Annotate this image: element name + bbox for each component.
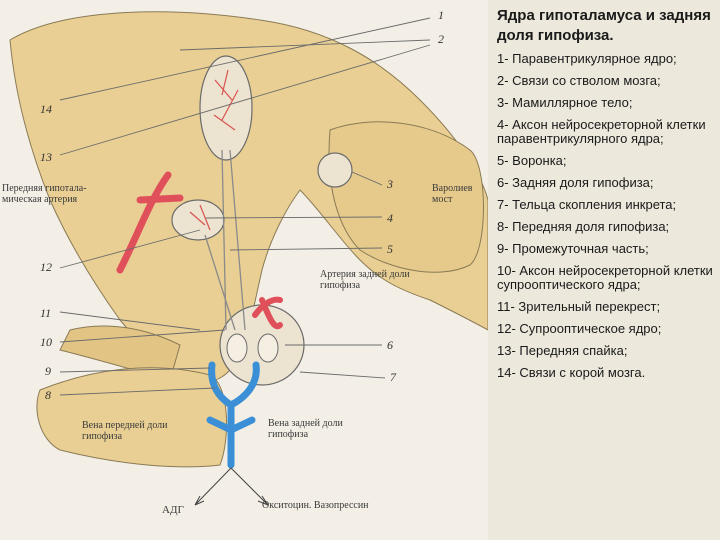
secretion-body — [226, 333, 248, 363]
legend-item: 4- Аксон нейросекреторной клетки паравен… — [497, 117, 706, 146]
number-label: 9 — [45, 364, 51, 378]
number-label: 1 — [438, 8, 444, 22]
pointer-lines — [59, 17, 431, 396]
legend-item: 11- Зрительный перекрест; — [497, 299, 661, 314]
posterior-artery — [252, 296, 283, 330]
label-posterior-vein: Вена задней доли гипофиза — [268, 418, 343, 440]
legend-item: 12- Супрооптическое ядро; — [497, 321, 662, 336]
legend-item: 5- Воронка; — [497, 153, 567, 168]
legend-item: 13- Передняя спайка; — [497, 343, 628, 358]
legend-item: 9- Промежуточная часть; — [497, 241, 649, 256]
number-label: 10 — [40, 335, 52, 349]
mamillary-body — [317, 152, 353, 188]
secretion-body — [257, 333, 279, 363]
vein-system — [206, 361, 260, 469]
page-title: Ядра гипоталамуса и задняя доля гипофиза… — [497, 7, 711, 44]
axon-tract — [204, 149, 246, 331]
hypothalamus-illustration: Передняя гипотала- мическая артерия Варо… — [2, 8, 488, 516]
number-label: 3 — [387, 177, 393, 191]
label-posterior-artery: Артерия задней доли гипофиза — [320, 269, 410, 291]
anterior-artery — [116, 171, 184, 274]
label-anterior-vein: Вена передней доли гипофиза — [82, 420, 168, 442]
legend-item: 14- Связи с корой мозга. — [497, 365, 646, 380]
legend-item: 10- Аксон нейросекреторной клетки супроо… — [497, 263, 713, 292]
legend-item: 1- Паравентрикулярное ядро; — [497, 51, 677, 66]
number-label: 7 — [390, 370, 396, 384]
lower-tissue — [36, 367, 227, 468]
label-adh: АДГ — [162, 504, 184, 516]
paraventricular-nucleus — [199, 55, 253, 161]
brain-tissue — [9, 11, 488, 382]
neuron-fibers — [189, 69, 239, 231]
legend-item: 2- Связи со стволом мозга; — [497, 73, 661, 88]
pons — [328, 121, 484, 273]
number-label: 13 — [40, 150, 52, 164]
legend-item: 8- Передняя доля гипофиза; — [497, 219, 670, 234]
number-label: 11 — [40, 306, 52, 320]
legend-list: 1- Паравентрикулярное ядро; 2- Связи со … — [497, 52, 719, 388]
number-label: 6 — [387, 338, 393, 352]
label-anterior-artery: Передняя гипотала- мическая артерия — [2, 183, 87, 205]
number-label: 12 — [40, 260, 52, 274]
anatomy-drawing — [9, 11, 488, 506]
number-label: 5 — [387, 242, 393, 256]
legend-item: 6- Задняя доля гипофиза; — [497, 175, 654, 190]
number-label: 8 — [45, 388, 51, 402]
legend-item: 3- Мамиллярное тело; — [497, 95, 633, 110]
number-label: 4 — [387, 211, 393, 225]
output-arrows — [194, 467, 269, 506]
legend-item: 7- Тельца скопления инкрета; — [497, 197, 677, 212]
supraoptic-nucleus — [171, 199, 225, 241]
label-pons: Варолиев мост — [432, 183, 473, 205]
number-label: 14 — [40, 102, 52, 116]
number-label: 2 — [438, 32, 444, 46]
legend-panel — [488, 0, 720, 540]
label-oxytocin: Окситоцин. Вазопрессин — [262, 500, 369, 511]
